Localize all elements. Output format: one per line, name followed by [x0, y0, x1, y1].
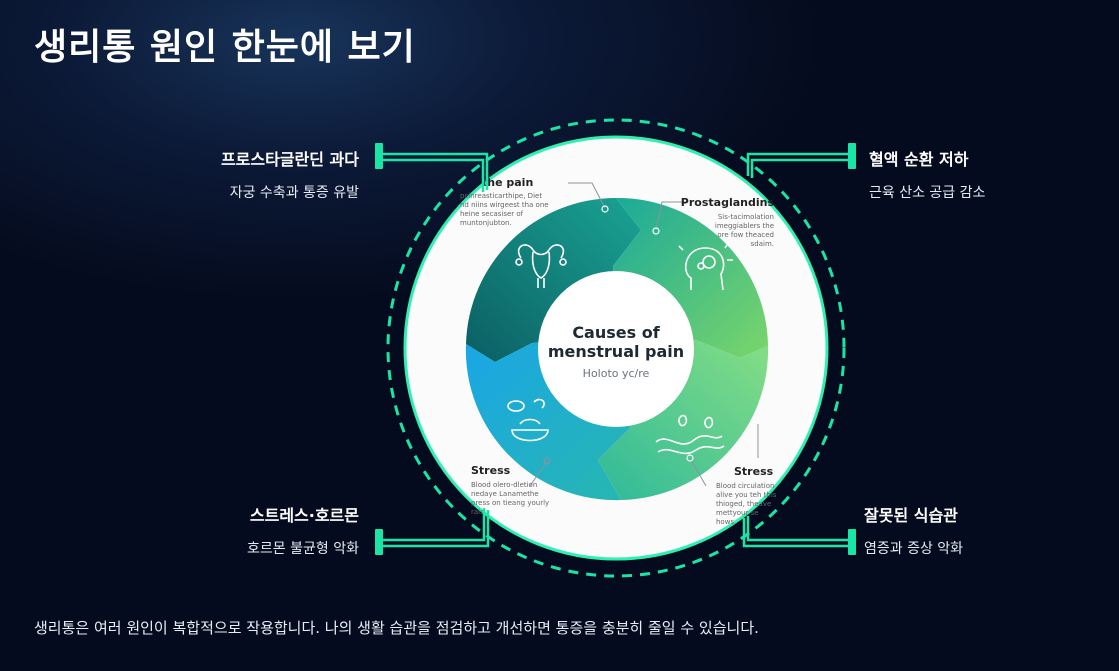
callout-stress-hormone-desc: 호르몬 불균형 악화	[247, 541, 359, 557]
dashed-ring	[386, 118, 846, 578]
callout-prostaglandin-desc: 자궁 수축과 통증 유발	[229, 185, 359, 201]
head-icon	[678, 241, 733, 291]
segment-label-br: Stress	[734, 465, 774, 478]
callout-circulation-desc: 근육 산소 공급 감소	[869, 185, 986, 201]
callout-diet-title: 잘못된 식습관	[864, 506, 958, 525]
uterus-icon	[515, 244, 567, 288]
connector-bottom-right	[742, 516, 851, 548]
callout-circulation-title: 혈액 순환 저하	[869, 150, 969, 169]
pointer-dot	[652, 227, 660, 235]
callout-stress-hormone: 스트레스·호르몬 호르몬 불균형 악화	[247, 502, 359, 558]
segment-desc-br-1: Blood circulation	[716, 482, 774, 490]
segment-desc-tl-4: muntonjubton.	[460, 219, 512, 227]
callout-diet-desc: 염증과 증상 악화	[864, 541, 964, 557]
center-title-2: menstrual pain	[548, 342, 684, 361]
segment-desc-bl-1: Blood olero-dletion	[471, 481, 537, 489]
callout-prostaglandin-title: 프로스타글란딘 과다	[220, 150, 359, 169]
segment-desc-tr-1: Sis-tacimolation	[718, 213, 774, 221]
center-title-1: Causes of	[572, 323, 660, 342]
connector-top-right	[746, 152, 851, 178]
pointer-top-right	[655, 201, 686, 231]
connector-cap-bottom-left	[375, 529, 383, 555]
pointer-bottom-left	[529, 460, 548, 487]
segment-desc-br-2: alive you teh this	[716, 491, 777, 499]
segment-top-left	[466, 198, 641, 362]
segment-desc-bl-3: press on tieang yourly	[471, 499, 549, 507]
segment-desc-bl-2: nedaye Lanamethe	[471, 490, 539, 498]
callout-circulation: 혈액 순환 저하 근육 산소 공급 감소	[869, 146, 985, 202]
connector-top-left	[380, 152, 489, 192]
pointer-dot	[686, 454, 694, 462]
center-subtitle: Holoto yc/re	[583, 367, 650, 380]
connector-cap-bottom-right	[848, 529, 856, 555]
segment-desc-br-5: hows.	[716, 518, 736, 526]
callout-prostaglandin: 프로스타글란딘 과다 자궁 수축과 통증 유발	[221, 146, 359, 202]
connector-bottom-left	[380, 508, 490, 548]
segment-desc-tr-4: sdaim.	[751, 240, 774, 248]
callout-diet: 잘못된 식습관 염증과 증상 악화	[864, 502, 963, 558]
segment-label-bl: Stress	[471, 464, 511, 477]
segment-desc-tr-2: imeggiablers the	[715, 222, 774, 230]
page-title: 생리통 원인 한눈에 보기	[34, 27, 416, 68]
callout-stress-hormone-title: 스트레스·호르몬	[249, 506, 359, 525]
footer-note: 생리통은 여러 원인이 복합적으로 작용합니다. 나의 생활 습관을 점검하고 …	[34, 619, 759, 637]
segment-desc-tl-2: nd niins wirgeest tha one	[460, 201, 549, 209]
segment-desc-br-3: thioged, theave	[716, 500, 771, 508]
center-circle	[538, 271, 694, 427]
segment-desc-tl-3: heine secasiser of	[460, 210, 524, 218]
food-bowl-icon	[507, 398, 549, 442]
segment-desc-tr-3: ore fow theaced	[717, 231, 774, 239]
pointer-dot	[601, 205, 609, 213]
segment-bottom-left	[465, 342, 630, 501]
wave-icon	[655, 414, 725, 455]
connector-cap-top-right	[848, 143, 856, 169]
segment-desc-br-4: mettyour se	[716, 509, 759, 517]
segment-label-tr: Prostaglandins	[681, 196, 775, 209]
segment-label-tl: the pain	[482, 176, 533, 189]
pointer-bottom-right-2	[689, 457, 707, 487]
pointer-dot	[543, 457, 551, 465]
segment-bottom-right	[598, 340, 769, 500]
segment-desc-bl-4: rals.	[471, 508, 486, 516]
pointer-top-left	[568, 182, 606, 209]
connector-cap-top-left	[375, 143, 383, 169]
segment-desc-tl-1: pcinreasticarthipe, Diet	[460, 192, 542, 200]
